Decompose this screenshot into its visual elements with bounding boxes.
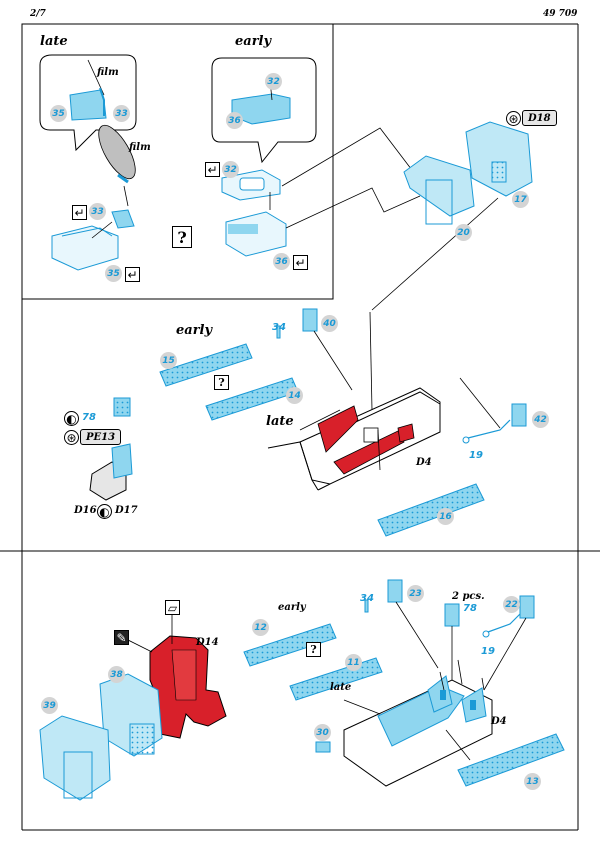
part-14-badge: 14 [286,387,303,404]
part-13-badge: 13 [524,773,541,790]
panel-17 [465,121,533,197]
part-39-badge: 39 [41,697,58,714]
ref-d17: D17 [115,505,138,516]
ref-d4: D4 [416,457,432,468]
part-11-badge: 11 [345,654,362,671]
part-35-badge-b: 35 [105,265,122,282]
late-label: late [40,34,68,49]
part-17-badge: 17 [512,191,529,208]
fret-15 [159,343,253,387]
part-35-badge: 35 [50,105,67,122]
part-19-label-step3: 19 [481,646,495,657]
unknown-mark-box-step3: ? [306,642,321,657]
step1-left-assembly [51,209,135,271]
panel-39 [39,715,111,801]
check-mark-icon: ↵ [205,162,220,177]
film-disk [98,124,136,207]
pencil-icon: ✎ [114,630,129,645]
early-label-step2: early [176,323,213,338]
fret-13 [457,733,565,787]
step3-small-parts [315,579,535,753]
part-36-badge-b: 36 [273,253,290,270]
step1-middle-assembly [221,169,287,257]
rotate-icon: ◐ [64,411,79,426]
part-12-badge: 12 [252,619,269,636]
cockpit-tub-step3 [343,659,493,787]
ref-d16: D16 [74,505,97,516]
unknown-mark-box-step2: ? [214,375,229,390]
part-20-badge: 20 [455,224,472,241]
late-label-step3: late [330,682,352,693]
fret-12 [243,623,337,667]
part-42-badge: 42 [532,411,549,428]
part-34-label-step3: 34 [360,593,374,604]
part-38-badge: 38 [108,666,125,683]
part-22-badge: 22 [503,596,520,613]
part-36-badge: 36 [226,112,243,129]
seat-d16 [89,397,133,501]
ref-d14: D14 [196,637,219,648]
part-33-badge: 33 [113,105,130,122]
part-19-label: 19 [469,450,483,461]
check-mark-icon: ↵ [125,267,140,282]
ref-d4-step3: D4 [491,716,507,727]
fret-16 [377,483,485,537]
part-34-label: 34 [272,322,286,333]
check-mark-icon: ↵ [293,255,308,270]
unknown-mark-box: ? [172,226,192,248]
fret-11 [289,657,383,701]
panel-frames [0,23,600,831]
early-label: early [235,34,272,49]
paint-icon: ⊛ [64,430,79,445]
kit-code: 49 709 [543,9,578,19]
step1-leader-lines [281,127,499,411]
late-bubble-parts [69,59,107,121]
part-78-label-step3: 78 [463,603,477,614]
film-label-2: film [129,142,151,153]
panel-40 [276,308,353,391]
seat-d14 [123,612,227,739]
part-32-badge-b: 32 [222,161,239,178]
part-32-badge: 32 [265,73,282,90]
glass-panel-icon: ▱ [165,600,180,615]
ref-pe13: PE13 [80,429,122,445]
part-15-badge: 15 [160,352,177,369]
part-23-badge: 23 [407,585,424,602]
page-number: 2/7 [30,9,46,19]
part-40-badge: 40 [321,315,338,332]
early-label-step3: early [278,602,306,613]
part-33-badge-b: 33 [89,203,106,220]
pcs-label: 2 pcs. [452,591,485,602]
late-label-step2: late [266,414,294,429]
part-16-badge: 16 [437,508,454,525]
panel-42 [459,377,527,444]
film-label-1: film [97,67,119,78]
cockpit-tub-step2 [267,387,441,491]
rotate-icon: ◐ [97,504,112,519]
paint-icon: ⊛ [506,111,521,126]
part-30-badge: 30 [314,724,331,741]
check-mark-icon: ↵ [72,205,87,220]
panel-20 [403,155,475,225]
part-78-label: 78 [82,412,96,423]
ref-d18: D18 [522,110,557,126]
